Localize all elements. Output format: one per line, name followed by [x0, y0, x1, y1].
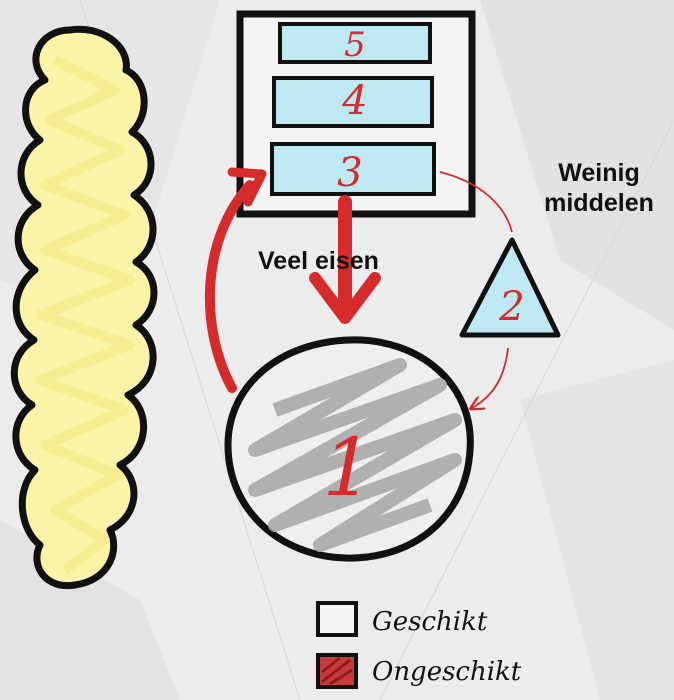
yellow-scribble-column [10, 25, 158, 590]
thin-arrow-to-triangle [439, 171, 513, 233]
demands-label: Veel eisen [258, 247, 379, 275]
legend: Geschikt Ongeschikt [316, 601, 522, 689]
level-2-triangle: 2 [459, 237, 561, 338]
level-3-box [270, 142, 436, 196]
legend-suitable-label: Geschikt [372, 607, 488, 637]
level-1-number: 1 [323, 421, 374, 514]
resources-label: Weinig middelen [524, 158, 674, 218]
resources-label-line1: Weinig [558, 159, 640, 187]
level-4-number: 4 [341, 78, 367, 124]
recovery-arrow [204, 167, 267, 393]
level-3-number: 3 [337, 150, 362, 196]
upper-levels-box: 5 4 3 [236, 10, 476, 218]
legend-unsuitable-label: Ongeschikt [372, 657, 522, 687]
level-1-circle: 1 [224, 336, 474, 562]
thin-arrow-to-circle [472, 347, 509, 408]
level-2-number: 2 [498, 284, 524, 330]
resources-label-line2: middelen [544, 189, 654, 217]
level-4-box [272, 76, 434, 128]
demands-arrow [309, 195, 381, 324]
level-5-number: 5 [344, 25, 366, 65]
level-5-box [278, 22, 432, 64]
legend-suitable-swatch [316, 601, 358, 637]
